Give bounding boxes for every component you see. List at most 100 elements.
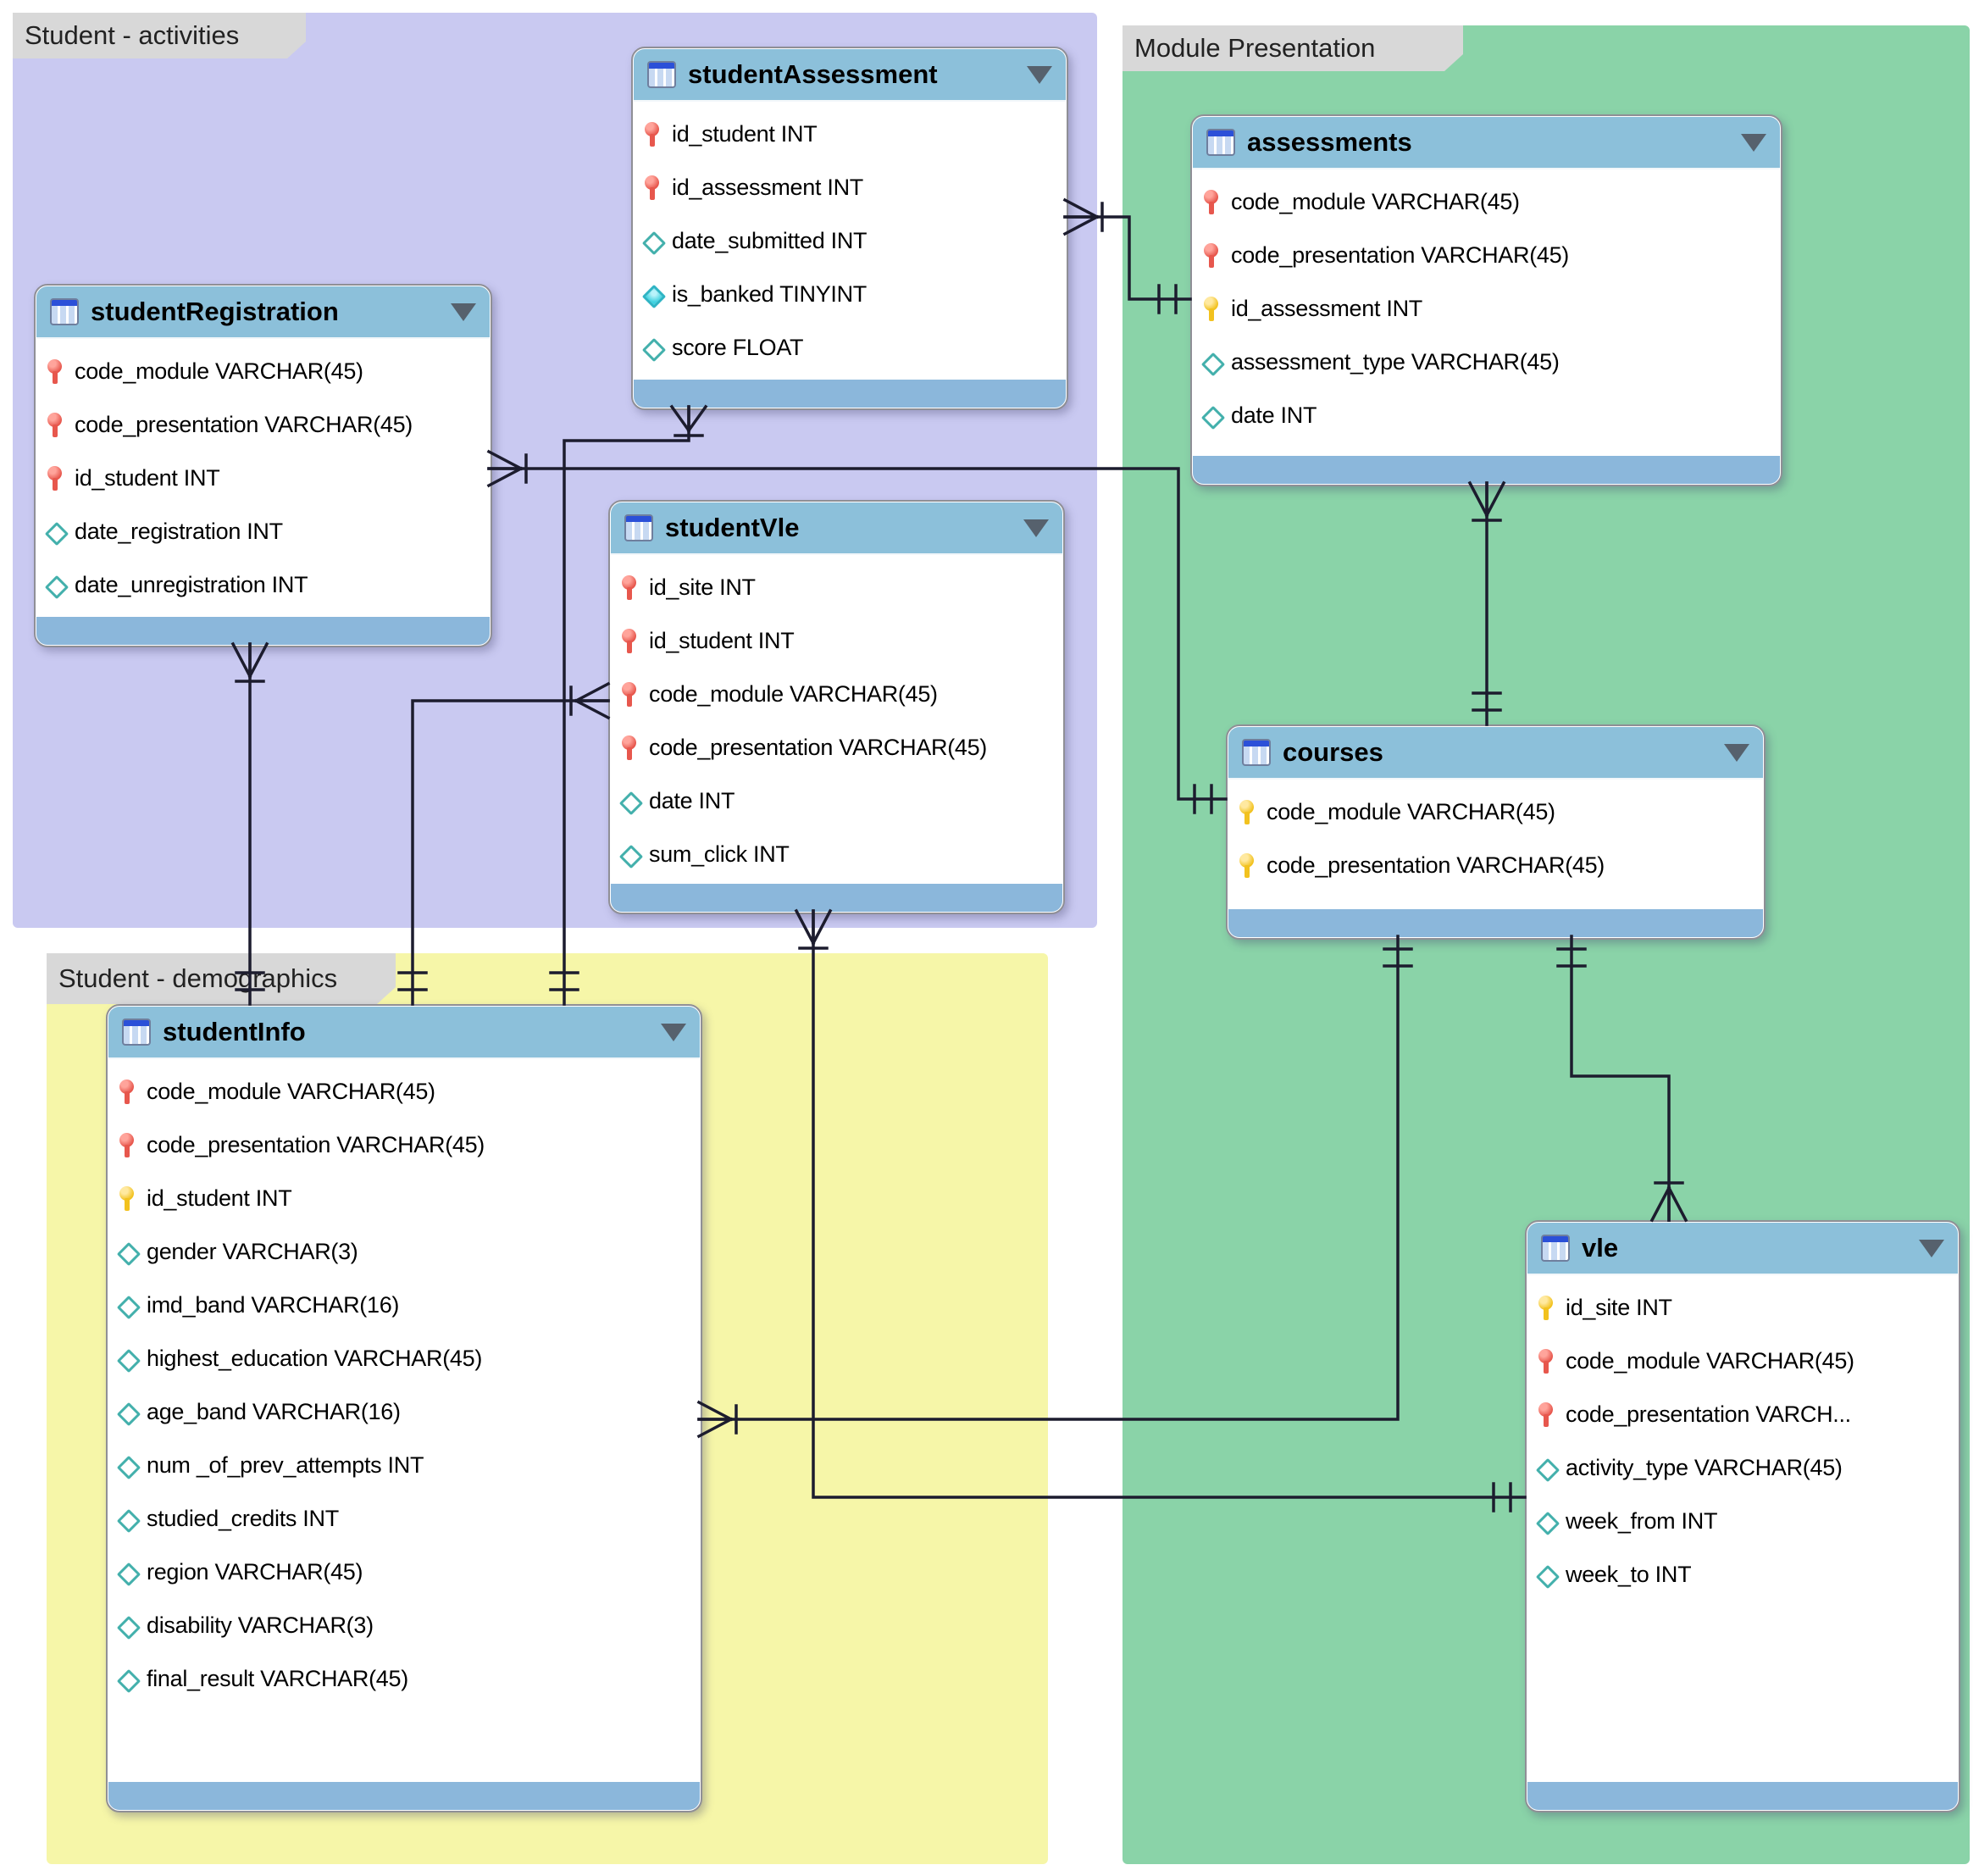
region-tab-module-presentation[interactable]: Module Presentation bbox=[1123, 25, 1463, 71]
table-title: studentAssessment bbox=[688, 59, 938, 89]
table-icon bbox=[1206, 129, 1235, 156]
collapse-triangle-icon[interactable] bbox=[451, 302, 476, 321]
column-type-icon bbox=[118, 1239, 136, 1266]
table-column[interactable]: code_presentation VARCHAR(45) bbox=[109, 1118, 699, 1172]
table-column[interactable]: date_registration INT bbox=[37, 505, 489, 558]
table-header[interactable]: studentInfo bbox=[108, 1007, 700, 1059]
table-icon bbox=[122, 1018, 151, 1046]
column-type-icon bbox=[118, 1079, 136, 1106]
table-column[interactable]: id_assessment INT bbox=[635, 161, 1065, 214]
column-list: id_site INT code_module VARCHAR(45) code… bbox=[1528, 1276, 1957, 1601]
column-type-icon bbox=[620, 841, 639, 869]
column-list: code_module VARCHAR(45) code_presentatio… bbox=[1229, 780, 1762, 892]
table-assessments[interactable]: assessments code_module VARCHAR(45) code… bbox=[1190, 114, 1782, 486]
region-tab-student-demographics[interactable]: Student - demographics bbox=[47, 953, 396, 1004]
column-type-icon bbox=[1202, 296, 1221, 323]
table-column[interactable]: code_presentation VARCHAR(45) bbox=[37, 398, 489, 452]
column-type-icon bbox=[620, 735, 639, 762]
table-column[interactable]: date INT bbox=[612, 774, 1062, 828]
table-title: courses bbox=[1283, 737, 1383, 767]
column-type-icon bbox=[1537, 1401, 1555, 1429]
table-column[interactable]: activity_type VARCHAR(45) bbox=[1528, 1441, 1957, 1495]
column-type-icon bbox=[46, 572, 64, 599]
table-column[interactable]: sum_click INT bbox=[612, 828, 1062, 881]
table-column[interactable]: code_module VARCHAR(45) bbox=[612, 668, 1062, 721]
column-type-icon bbox=[643, 121, 662, 148]
table-header[interactable]: vle bbox=[1527, 1223, 1958, 1275]
collapse-triangle-icon[interactable] bbox=[1919, 1239, 1944, 1257]
table-column[interactable]: code_module VARCHAR(45) bbox=[1528, 1335, 1957, 1388]
region-tab-student-activities[interactable]: Student - activities bbox=[13, 13, 306, 58]
region-label: Student - demographics bbox=[58, 963, 338, 993]
collapse-triangle-icon[interactable] bbox=[1741, 133, 1766, 152]
column-type-icon bbox=[118, 1559, 136, 1586]
table-title: studentVle bbox=[665, 513, 800, 542]
table-column[interactable]: code_module VARCHAR(45) bbox=[109, 1065, 699, 1118]
table-vle[interactable]: vle id_site INT code_module VARCHAR(45) … bbox=[1525, 1220, 1960, 1812]
table-column[interactable]: region VARCHAR(45) bbox=[109, 1546, 699, 1599]
table-column[interactable]: date_submitted INT bbox=[635, 214, 1065, 268]
column-type-icon bbox=[1202, 402, 1221, 430]
column-type-icon bbox=[620, 574, 639, 602]
table-studentAssessment[interactable]: studentAssessment id_student INT id_asse… bbox=[631, 47, 1068, 410]
collapse-triangle-icon[interactable] bbox=[1027, 65, 1052, 84]
column-type-icon bbox=[46, 358, 64, 386]
table-column[interactable]: gender VARCHAR(3) bbox=[109, 1225, 699, 1279]
table-column[interactable]: code_module VARCHAR(45) bbox=[37, 345, 489, 398]
table-icon bbox=[1242, 739, 1271, 766]
table-column[interactable]: week_from INT bbox=[1528, 1495, 1957, 1548]
table-column[interactable]: id_student INT bbox=[109, 1172, 699, 1225]
table-studentVle[interactable]: studentVle id_site INT id_student INT co… bbox=[608, 500, 1065, 914]
column-type-icon bbox=[46, 519, 64, 546]
table-column[interactable]: code_presentation VARCHAR(45) bbox=[1194, 229, 1779, 282]
column-type-icon bbox=[1202, 349, 1221, 376]
collapse-triangle-icon[interactable] bbox=[1724, 743, 1749, 762]
table-column[interactable]: id_student INT bbox=[37, 452, 489, 505]
table-column[interactable]: date INT bbox=[1194, 389, 1779, 442]
table-column[interactable]: date_unregistration INT bbox=[37, 558, 489, 612]
table-column[interactable]: id_site INT bbox=[1528, 1281, 1957, 1335]
column-list: code_module VARCHAR(45) code_presentatio… bbox=[109, 1060, 699, 1706]
table-column[interactable]: disability VARCHAR(3) bbox=[109, 1599, 699, 1652]
table-column[interactable]: imd_band VARCHAR(16) bbox=[109, 1279, 699, 1332]
table-header[interactable]: studentAssessment bbox=[634, 49, 1066, 102]
table-header[interactable]: courses bbox=[1228, 727, 1763, 780]
collapse-triangle-icon[interactable] bbox=[661, 1023, 686, 1041]
table-column[interactable]: id_site INT bbox=[612, 561, 1062, 614]
table-column[interactable]: num _of_prev_attempts INT bbox=[109, 1439, 699, 1492]
table-header[interactable]: studentVle bbox=[611, 502, 1062, 555]
table-column[interactable]: code_module VARCHAR(45) bbox=[1229, 785, 1762, 839]
table-column[interactable]: id_student INT bbox=[635, 108, 1065, 161]
region-label: Student - activities bbox=[25, 20, 240, 50]
table-studentRegistration[interactable]: studentRegistration code_module VARCHAR(… bbox=[34, 284, 492, 647]
collapse-triangle-icon[interactable] bbox=[1023, 519, 1049, 537]
column-type-icon bbox=[620, 628, 639, 655]
table-header[interactable]: studentRegistration bbox=[36, 286, 490, 339]
table-courses[interactable]: courses code_module VARCHAR(45) code_pre… bbox=[1226, 724, 1766, 940]
table-column[interactable]: highest_education VARCHAR(45) bbox=[109, 1332, 699, 1385]
column-type-icon bbox=[1537, 1455, 1555, 1482]
column-type-icon bbox=[1238, 799, 1256, 826]
table-column[interactable]: code_module VARCHAR(45) bbox=[1194, 175, 1779, 229]
table-column[interactable]: studied_credits INT bbox=[109, 1492, 699, 1546]
column-type-icon bbox=[643, 335, 662, 362]
table-column[interactable]: id_assessment INT bbox=[1194, 282, 1779, 336]
table-column[interactable]: age_band VARCHAR(16) bbox=[109, 1385, 699, 1439]
table-column[interactable]: assessment_type VARCHAR(45) bbox=[1194, 336, 1779, 389]
table-header[interactable]: assessments bbox=[1193, 117, 1780, 169]
column-type-icon bbox=[1537, 1562, 1555, 1589]
column-type-icon bbox=[1202, 242, 1221, 269]
table-column[interactable]: final_result VARCHAR(45) bbox=[109, 1652, 699, 1706]
table-column[interactable]: code_presentation VARCHAR(45) bbox=[1229, 839, 1762, 892]
table-column[interactable]: score FLOAT bbox=[635, 321, 1065, 375]
table-column[interactable]: week_to INT bbox=[1528, 1548, 1957, 1601]
table-studentInfo[interactable]: studentInfo code_module VARCHAR(45) code… bbox=[106, 1004, 702, 1812]
table-icon bbox=[647, 61, 676, 88]
table-column[interactable]: code_presentation VARCHAR(45) bbox=[612, 721, 1062, 774]
column-type-icon bbox=[118, 1346, 136, 1373]
table-column[interactable]: id_student INT bbox=[612, 614, 1062, 668]
table-icon bbox=[50, 298, 79, 325]
table-column[interactable]: is_banked TINYINT bbox=[635, 268, 1065, 321]
table-column[interactable]: code_presentation VARCH... bbox=[1528, 1388, 1957, 1441]
column-type-icon bbox=[118, 1185, 136, 1213]
